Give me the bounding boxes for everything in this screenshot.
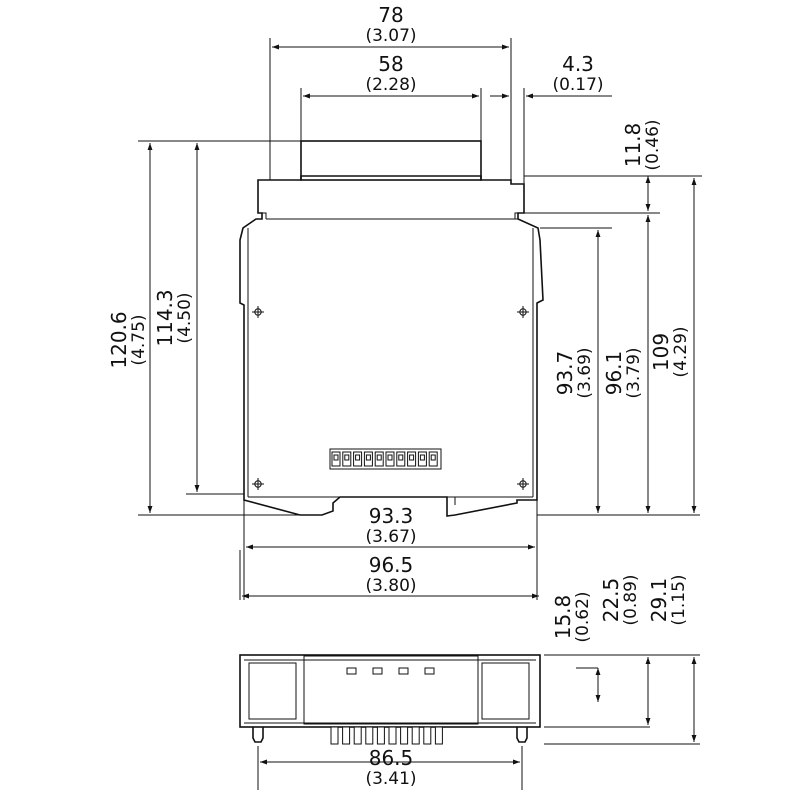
terminal-strip: [329, 448, 442, 470]
bottom-view: [239, 654, 541, 745]
svg-text:114.3: 114.3: [153, 289, 177, 346]
svg-text:(3.80): (3.80): [365, 576, 416, 596]
dimension-labels: 78 (3.07) 58 (2.28) 4.3 (0.17) 11.8 (0.4…: [107, 3, 691, 789]
svg-text:96.1: 96.1: [602, 351, 626, 396]
svg-text:(4.50): (4.50): [175, 292, 195, 343]
connector-pin: [365, 726, 374, 745]
svg-text:(3.67): (3.67): [365, 527, 416, 547]
svg-text:11.8: 11.8: [621, 123, 645, 168]
terminal-cell: [396, 451, 406, 467]
housing-outline: [239, 175, 544, 517]
connector-pin: [411, 726, 420, 745]
led-indicator: [424, 667, 435, 675]
front-view: [239, 140, 544, 517]
svg-text:96.5: 96.5: [369, 553, 414, 577]
svg-text:(4.75): (4.75): [129, 314, 149, 365]
terminal-cell: [342, 451, 352, 467]
connector-pin: [434, 726, 443, 745]
terminal-cell: [331, 451, 341, 467]
connector-pin: [423, 726, 432, 745]
svg-text:(0.46): (0.46): [643, 119, 663, 170]
left-tab: [261, 212, 267, 219]
connector-pin: [376, 726, 385, 745]
dimension-offset-4-3: 4.3 (0.17): [552, 52, 603, 95]
svg-text:(4.29): (4.29): [671, 326, 691, 377]
terminal-cell: [385, 451, 395, 467]
svg-text:(3.69): (3.69): [575, 347, 595, 398]
terminal-cell: [363, 451, 373, 467]
svg-text:(1.15): (1.15): [669, 574, 689, 625]
svg-text:(0.89): (0.89): [621, 574, 641, 625]
dimension-depth-22-5: 22.5 (0.89): [599, 574, 641, 625]
dimension-height-96-1: 96.1 (3.79): [602, 347, 644, 398]
svg-text:4.3: 4.3: [562, 52, 594, 76]
right-tab: [514, 212, 518, 219]
dimension-width-96-5: 96.5 (3.80): [365, 553, 416, 596]
led-indicator: [346, 667, 357, 675]
connector-pin: [330, 726, 339, 745]
bottom-right-recess: [481, 662, 530, 720]
svg-text:15.8: 15.8: [551, 595, 575, 640]
foot-detail: [447, 496, 456, 505]
svg-text:58: 58: [378, 52, 403, 76]
svg-text:(3.79): (3.79): [624, 347, 644, 398]
connector-pin: [342, 726, 351, 745]
terminal-cell: [353, 451, 363, 467]
dimension-height-11-8: 11.8 (0.46): [621, 119, 663, 170]
svg-text:109: 109: [649, 333, 673, 371]
bottom-center-panel: [303, 655, 479, 725]
top-connector: [300, 140, 482, 181]
terminal-cell: [417, 451, 427, 467]
terminal-cell: [407, 451, 417, 467]
dimension-lines: [147, 44, 697, 765]
dimension-width-93-3: 93.3 (3.67): [365, 504, 416, 547]
dimension-width-58: 58 (2.28): [365, 52, 416, 95]
connector-pin: [388, 726, 397, 745]
mounting-pin: [252, 727, 264, 743]
dimension-width-78: 78 (3.07): [365, 3, 416, 46]
svg-text:120.6: 120.6: [107, 311, 131, 368]
screw-marker: [252, 478, 264, 490]
dimension-width-86-5: 86.5 (3.41): [365, 746, 416, 789]
connector-pins: [330, 726, 443, 745]
svg-text:(0.62): (0.62): [573, 591, 593, 642]
svg-text:(2.28): (2.28): [365, 75, 416, 95]
dimension-height-109: 109 (4.29): [649, 326, 691, 377]
screw-marker: [252, 306, 264, 318]
svg-text:93.7: 93.7: [553, 351, 577, 396]
svg-text:22.5: 22.5: [599, 578, 623, 623]
led-indicator: [398, 667, 409, 675]
extension-lines: [138, 38, 702, 790]
dimension-depth-15-8: 15.8 (0.62): [551, 591, 593, 642]
screw-marker: [517, 478, 529, 490]
terminal-cell: [428, 451, 438, 467]
svg-text:78: 78: [378, 3, 403, 27]
svg-text:(3.41): (3.41): [365, 769, 416, 789]
dimension-height-120-6: 120.6 (4.75): [107, 311, 149, 368]
bottom-left-recess: [248, 662, 297, 720]
svg-text:29.1: 29.1: [647, 578, 671, 623]
connector-pin: [353, 726, 362, 745]
led-indicator: [372, 667, 383, 675]
connector-pin: [400, 726, 409, 745]
dimension-height-93-7: 93.7 (3.69): [553, 347, 595, 398]
screw-marker: [517, 306, 529, 318]
dimension-height-114-3: 114.3 (4.50): [153, 289, 195, 346]
mounting-pin: [516, 727, 528, 743]
svg-text:93.3: 93.3: [369, 504, 414, 528]
svg-text:(3.07): (3.07): [365, 26, 416, 46]
terminal-cell: [374, 451, 384, 467]
svg-text:(0.17): (0.17): [552, 75, 603, 95]
dimension-depth-29-1: 29.1 (1.15): [647, 574, 689, 625]
svg-text:86.5: 86.5: [369, 746, 414, 770]
bottom-housing: [239, 654, 541, 728]
